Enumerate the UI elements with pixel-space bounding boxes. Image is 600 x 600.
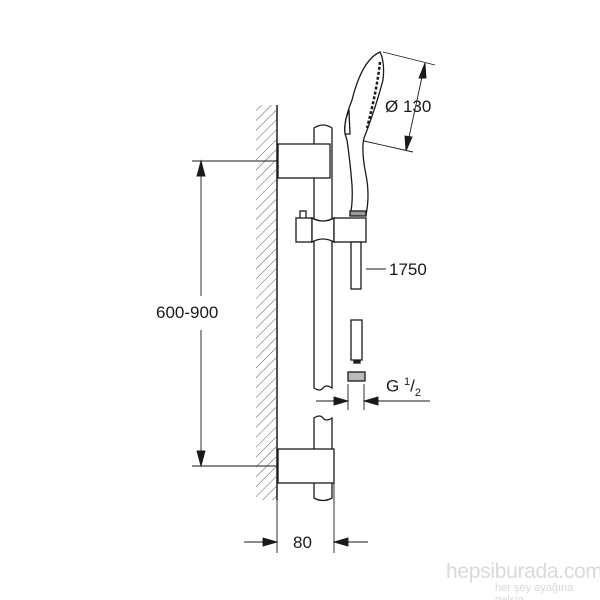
thread-numerator: 1 [403, 376, 411, 388]
wall-hatch [256, 105, 278, 500]
rail-spacing-dimension [192, 159, 277, 468]
slide-rail [313, 124, 333, 502]
projection-dimension [244, 483, 368, 553]
thread-slash: / [410, 376, 415, 396]
hose-length-label: 1750 [389, 260, 427, 279]
thread-dimension [316, 384, 430, 410]
diameter-dimension [363, 51, 436, 153]
watermark-tagline: her şey ayağına gelsin [495, 582, 574, 600]
thread-letter: G [386, 376, 400, 396]
hand-shower [344, 51, 385, 217]
slider-holder [295, 210, 367, 290]
diameter-label: Ø 130 [385, 97, 432, 116]
hose-connector [347, 319, 366, 382]
watermark-logo: hepsiburada.com [446, 560, 600, 583]
thread-denominator: 2 [414, 387, 421, 400]
projection-label: 80 [293, 533, 312, 552]
thread-label: G 1/2 [386, 376, 421, 399]
top-wall-bracket [277, 143, 331, 179]
rail-spacing-label: 600-900 [156, 303, 219, 322]
bottom-wall-bracket [277, 448, 335, 484]
